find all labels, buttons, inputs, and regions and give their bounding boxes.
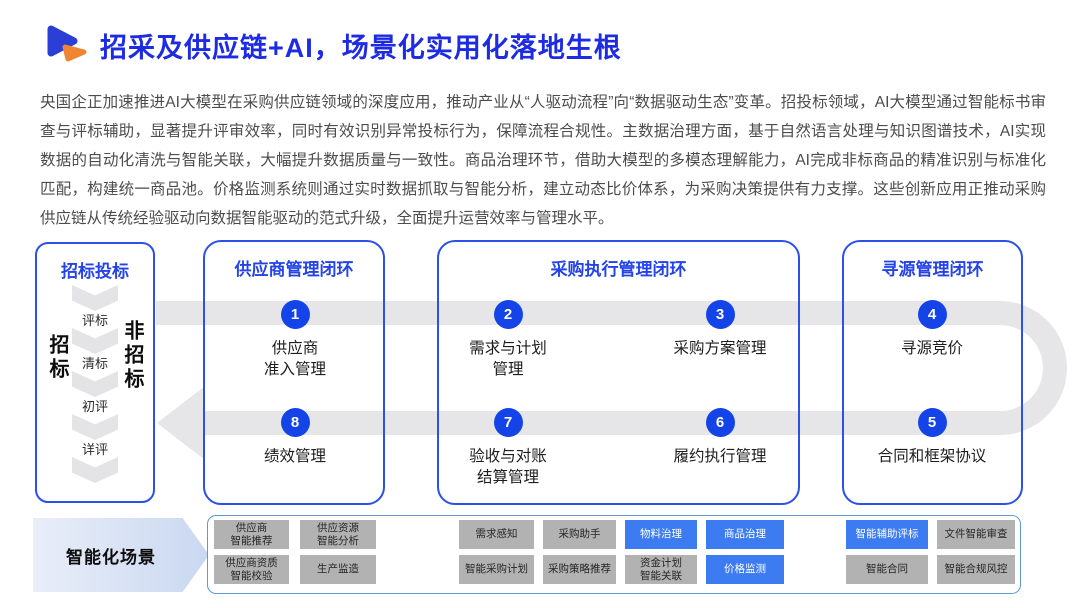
loop-box-title: 供应商管理闭环 — [234, 260, 354, 279]
loop-box-procurement: 采购执行管理闭环 — [437, 240, 800, 505]
bid-step-label: 详评 — [81, 442, 108, 457]
scenario-arrow-label: 智能化场景 — [33, 518, 209, 592]
bidding-panel-title: 招标投标 — [61, 262, 129, 281]
bidding-panel: 招标投标 招标 非招标 评标 清标 初评 详评 — [35, 242, 155, 503]
scenario-tag: 资金计划 智能关联 — [625, 555, 697, 584]
scenario-tag: 智能辅助评标 — [846, 520, 928, 549]
scenario-tag: 生产监造 — [300, 555, 376, 584]
header: 招采及供应链+AI，场景化实用化落地生根 — [44, 24, 622, 67]
scenario-tag: 供应商 智能推荐 — [214, 520, 289, 549]
step-number-badge: 2 — [493, 300, 523, 329]
scenario-tag: 价格监测 — [706, 555, 784, 584]
intro-paragraph: 央国企正加速推进AI大模型在采购供应链领域的深度应用，推动产业从“人驱动流程”向… — [40, 94, 1046, 227]
node-label: 履约执行管理 — [673, 448, 767, 465]
step-number-badge: 8 — [280, 408, 310, 437]
scenario-tag-group-supplier: 供应商 智能推荐 供应资源 智能分析 供应商资质 智能校验 生产监造 — [214, 520, 376, 584]
step-number-badge: 4 — [917, 300, 947, 329]
loop-box-supplier: 供应商管理闭环 — [203, 240, 385, 505]
process-node: 1 供应商 准入管理 — [205, 300, 385, 381]
node-label: 寻源竞价 — [900, 340, 963, 357]
scenario-tag: 智能合规风控 — [937, 555, 1015, 584]
chevron-down-icon — [72, 371, 118, 397]
bid-mode-label-left: 招标 — [46, 334, 68, 382]
chevron-down-icon — [72, 457, 118, 483]
loop-box-title: 寻源管理闭环 — [881, 260, 984, 279]
step-number-badge: 1 — [280, 300, 310, 329]
scenario-tag: 需求感知 — [459, 520, 534, 549]
scenario-tag: 文件智能审查 — [937, 520, 1015, 549]
step-number-badge: 6 — [705, 408, 735, 437]
process-node: 5 合同和框架协议 — [842, 408, 1022, 467]
node-label: 需求与计划 管理 — [469, 340, 547, 379]
node-label: 供应商 准入管理 — [263, 340, 326, 379]
process-node: 8 绩效管理 — [205, 408, 385, 467]
scenario-tag: 采购策略推荐 — [543, 555, 616, 584]
bid-steps-flow: 评标 清标 初评 详评 — [37, 285, 153, 483]
step-number-badge: 3 — [705, 300, 735, 329]
node-label: 绩效管理 — [263, 448, 326, 465]
chevron-down-icon — [72, 414, 118, 440]
chevron-down-icon — [72, 328, 118, 354]
arrowhead-left-icon — [157, 386, 205, 460]
step-number-badge: 7 — [493, 408, 523, 437]
bid-mode-label-right: 非招标 — [121, 320, 143, 392]
scenario-tag: 智能合同 — [846, 555, 928, 584]
bid-step-label: 初评 — [81, 399, 108, 414]
node-label: 合同和框架协议 — [877, 448, 987, 465]
node-label: 验收与对账 结算管理 — [469, 448, 547, 487]
scenario-tag: 物料治理 — [625, 520, 697, 549]
process-node: 2 需求与计划 管理 — [418, 300, 598, 381]
step-number-badge: 5 — [917, 408, 947, 437]
process-node: 4 寻源竞价 — [842, 300, 1022, 359]
chevron-down-icon — [72, 285, 118, 311]
page-title: 招采及供应链+AI，场景化实用化落地生根 — [100, 33, 622, 63]
scenario-tag: 采购助手 — [543, 520, 616, 549]
loop-box-title: 采购执行管理闭环 — [550, 260, 687, 279]
loop-box-sourcing: 寻源管理闭环 — [842, 240, 1023, 505]
process-node: 7 验收与对账 结算管理 — [418, 408, 598, 489]
play-icon — [44, 24, 90, 67]
scenario-tag: 商品治理 — [706, 520, 784, 549]
node-label: 采购方案管理 — [673, 340, 767, 357]
scenario-tag-group-sourcing: 智能辅助评标 文件智能审查 智能合同 智能合规风控 — [846, 520, 1015, 584]
scenario-tag: 供应商资质 智能校验 — [214, 555, 289, 584]
scenario-tag: 供应资源 智能分析 — [300, 520, 376, 549]
bid-step-label: 清标 — [81, 356, 108, 371]
process-node: 3 采购方案管理 — [630, 300, 810, 359]
scenario-tag-group-procurement: 需求感知 采购助手 物料治理 商品治理 智能采购计划 采购策略推荐 资金计划 智… — [459, 520, 784, 584]
scenario-label: 智能化场景 — [66, 547, 156, 567]
scenario-tag: 智能采购计划 — [459, 555, 534, 584]
process-node: 6 履约执行管理 — [630, 408, 810, 467]
bid-step-label: 评标 — [81, 313, 108, 328]
